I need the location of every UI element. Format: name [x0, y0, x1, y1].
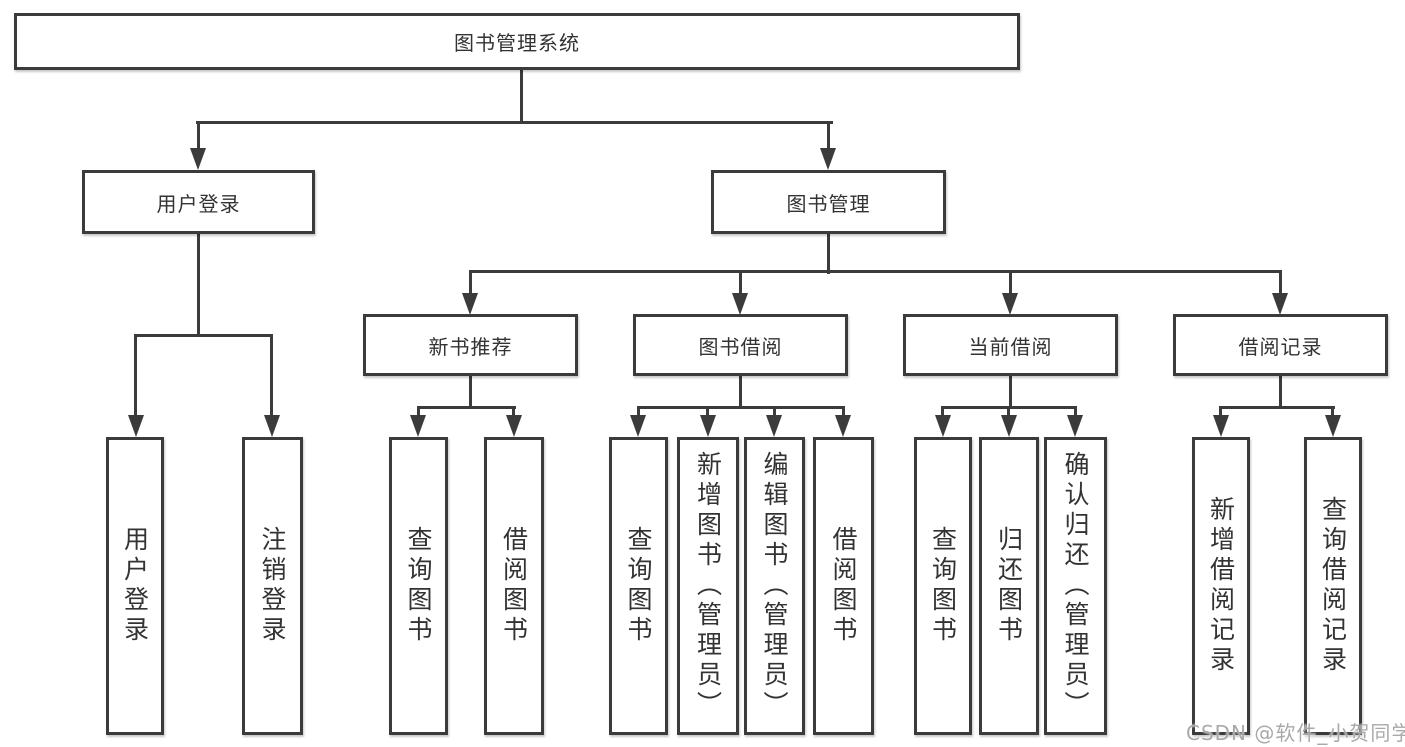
- node-leaf-borrow-book: 借阅图书: [813, 437, 874, 735]
- node-new-book-recommend: 新书推荐: [363, 314, 578, 376]
- arrowhead-bb-add: [700, 415, 716, 437]
- connector-book-management-bus: [469, 270, 1282, 273]
- node-leaf-add-borrow-record: 新增借阅记录: [1192, 437, 1250, 735]
- node-leaf-user-login: 用户登录: [106, 437, 164, 735]
- node-leaf-confirm-return-admin: 确认归还（管理员）: [1044, 437, 1107, 735]
- arrowhead-new-book: [462, 293, 478, 315]
- arrowhead-br-query: [1325, 415, 1341, 437]
- connector-drop-leaf-logout: [270, 334, 273, 419]
- connector-drop-br-query: [1331, 406, 1334, 419]
- arrowhead-current-borrow: [1002, 293, 1018, 315]
- node-library-management-system: 图书管理系统: [14, 13, 1020, 70]
- connector-user-login-stem: [197, 233, 200, 336]
- arrowhead-cb-confirm: [1067, 415, 1083, 437]
- watermark: CSDN @软件_小贺同学: [1186, 721, 1405, 745]
- connector-drop-br-add: [1219, 406, 1222, 419]
- connector-drop-nb-borrow: [512, 406, 515, 419]
- connector-new-book-bus: [417, 406, 516, 409]
- connector-drop-bb-borrow: [842, 406, 845, 419]
- connector-drop-cb-query: [941, 406, 944, 419]
- node-leaf-query-books-recommend: 查询图书: [389, 437, 448, 735]
- connector-new-book-stem: [469, 376, 472, 409]
- arrowhead-bb-query: [630, 415, 646, 437]
- node-current-borrow: 当前借阅: [903, 314, 1118, 376]
- arrowhead-nb-borrow: [506, 415, 522, 437]
- node-leaf-borrow-books-recommend: 借阅图书: [484, 437, 544, 735]
- connector-drop-bb-edit: [773, 406, 776, 419]
- connector-drop-book-borrow: [739, 270, 742, 299]
- node-leaf-edit-book-admin: 编辑图书（管理员）: [744, 437, 805, 735]
- arrowhead-cb-query: [935, 415, 951, 437]
- connector-drop-bb-add: [706, 406, 709, 419]
- connector-drop-current-borrow: [1009, 270, 1012, 299]
- arrowhead-br-add: [1213, 415, 1229, 437]
- arrowhead-bb-edit: [766, 415, 782, 437]
- connector-drop-bb-query: [637, 406, 640, 419]
- connector-borrow-records-stem: [1279, 376, 1282, 409]
- connector-drop-leaf-user-login: [134, 334, 137, 419]
- arrowhead-bb-borrow: [835, 415, 851, 437]
- node-leaf-add-book-admin: 新增图书（管理员）: [677, 437, 739, 735]
- node-leaf-query-borrow-record: 查询借阅记录: [1304, 437, 1362, 735]
- arrowhead-user-login: [190, 148, 206, 170]
- arrowhead-book-management: [820, 148, 836, 170]
- connector-book-borrow-stem: [739, 376, 742, 409]
- node-book-borrow: 图书借阅: [633, 314, 848, 376]
- connector-book-borrow-bus: [637, 406, 845, 409]
- arrowhead-borrow-records: [1272, 293, 1288, 315]
- connector-drop-user-login: [197, 121, 200, 151]
- node-book-management-branch: 图书管理: [711, 170, 946, 234]
- arrowhead-leaf-logout: [264, 415, 280, 437]
- connector-borrow-records-bus: [1219, 406, 1335, 409]
- node-leaf-logout: 注销登录: [242, 437, 303, 735]
- connector-root-stem: [520, 68, 523, 123]
- connector-drop-nb-query: [417, 406, 420, 419]
- arrowhead-leaf-user-login: [128, 415, 144, 437]
- arrowhead-book-borrow: [732, 293, 748, 315]
- connector-current-borrow-stem: [1009, 376, 1012, 409]
- connector-user-login-bus: [134, 334, 273, 337]
- connector-root-bus: [196, 121, 833, 124]
- connector-drop-new-book: [469, 270, 472, 299]
- connector-drop-borrow-records: [1279, 270, 1282, 299]
- connector-drop-cb-return: [1007, 406, 1010, 419]
- node-leaf-query-books-current: 查询图书: [914, 437, 972, 735]
- connector-drop-cb-confirm: [1074, 406, 1077, 419]
- connector-drop-book-management: [827, 121, 830, 151]
- node-leaf-return-book: 归还图书: [979, 437, 1039, 735]
- node-user-login-branch: 用户登录: [82, 170, 315, 234]
- arrowhead-cb-return: [1001, 415, 1017, 437]
- arrowhead-nb-query: [410, 415, 426, 437]
- connector-book-management-stem: [827, 233, 830, 274]
- node-leaf-query-books-borrow: 查询图书: [609, 437, 668, 735]
- node-borrow-records: 借阅记录: [1173, 314, 1388, 376]
